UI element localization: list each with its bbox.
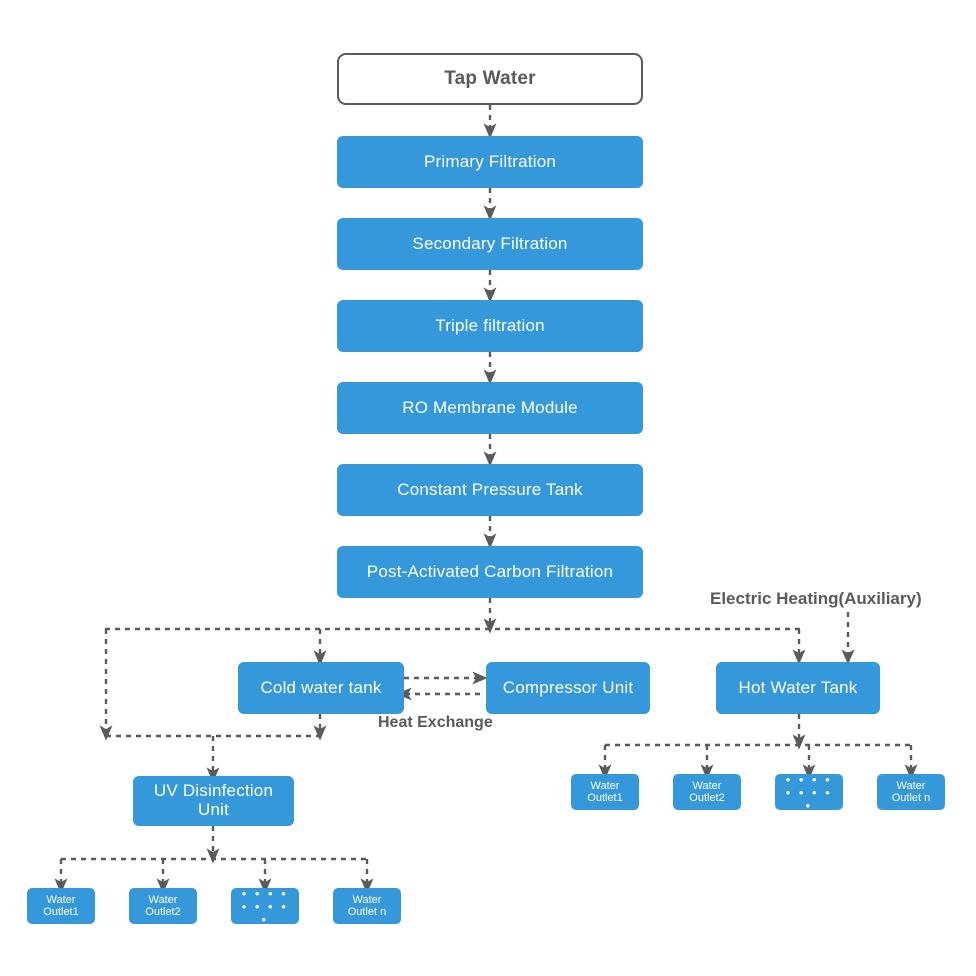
- node-cold-outlet-ellipsis[interactable]: • • • • • • • • •: [231, 885, 299, 927]
- node-ro-membrane-module[interactable]: RO Membrane Module: [337, 382, 643, 434]
- node-hot-outlet-2[interactable]: Water Outlet2: [673, 774, 741, 810]
- node-uv-disinfection-unit[interactable]: UV Disinfection Unit: [133, 776, 294, 826]
- node-hot-outlet-2-label: Water Outlet2: [689, 779, 725, 804]
- node-triple-filtration-label: Triple filtration: [435, 315, 545, 335]
- label-electric-heating: Electric Heating(Auxiliary): [710, 589, 922, 609]
- node-hot-outlet-ellipsis[interactable]: • • • • • • • • •: [775, 771, 843, 813]
- node-hot-water-tank-label: Hot Water Tank: [738, 677, 858, 697]
- node-ro-membrane-module-label: RO Membrane Module: [402, 397, 578, 417]
- node-cold-outlet-n[interactable]: Water Outlet n: [333, 888, 401, 924]
- node-constant-pressure-tank-label: Constant Pressure Tank: [397, 479, 583, 499]
- node-cold-outlet-2[interactable]: Water Outlet2: [129, 888, 197, 924]
- node-triple-filtration[interactable]: Triple filtration: [337, 300, 643, 352]
- node-compressor-unit[interactable]: Compressor Unit: [486, 662, 650, 714]
- node-uv-disinfection-unit-label: UV Disinfection Unit: [153, 781, 274, 819]
- node-post-activated-carbon-filtration[interactable]: Post-Activated Carbon Filtration: [337, 546, 643, 598]
- node-primary-filtration[interactable]: Primary Filtration: [337, 136, 643, 188]
- node-primary-filtration-label: Primary Filtration: [423, 151, 557, 171]
- node-cold-outlet-n-label: Water Outlet n: [347, 893, 387, 918]
- node-hot-outlet-ellipsis-label: • • • • • • • • •: [785, 771, 833, 813]
- node-tap-water[interactable]: Tap Water: [337, 53, 643, 105]
- node-cold-water-tank-label: Cold water tank: [260, 677, 382, 697]
- node-cold-outlet-ellipsis-label: • • • • • • • • •: [241, 885, 289, 927]
- node-cold-outlet-2-label: Water Outlet2: [145, 893, 181, 918]
- node-cold-outlet-1[interactable]: Water Outlet1: [27, 888, 95, 924]
- node-hot-outlet-n-label: Water Outlet n: [891, 779, 931, 804]
- node-hot-outlet-1[interactable]: Water Outlet1: [571, 774, 639, 810]
- node-compressor-unit-label: Compressor Unit: [502, 677, 634, 697]
- node-secondary-filtration[interactable]: Secondary Filtration: [337, 218, 643, 270]
- label-heat-exchange-text: Heat Exchange: [378, 714, 493, 731]
- node-hot-water-tank[interactable]: Hot Water Tank: [716, 662, 880, 714]
- label-heat-exchange: Heat Exchange: [378, 714, 493, 732]
- node-hot-outlet-n[interactable]: Water Outlet n: [877, 774, 945, 810]
- node-cold-outlet-1-label: Water Outlet1: [43, 893, 79, 918]
- node-tap-water-label: Tap Water: [444, 67, 536, 89]
- node-post-activated-carbon-filtration-label: Post-Activated Carbon Filtration: [366, 561, 614, 581]
- node-hot-outlet-1-label: Water Outlet1: [587, 779, 623, 804]
- label-electric-heating-text: Electric Heating(Auxiliary): [710, 589, 922, 608]
- node-cold-water-tank[interactable]: Cold water tank: [238, 662, 404, 714]
- node-constant-pressure-tank[interactable]: Constant Pressure Tank: [337, 464, 643, 516]
- node-secondary-filtration-label: Secondary Filtration: [412, 233, 568, 253]
